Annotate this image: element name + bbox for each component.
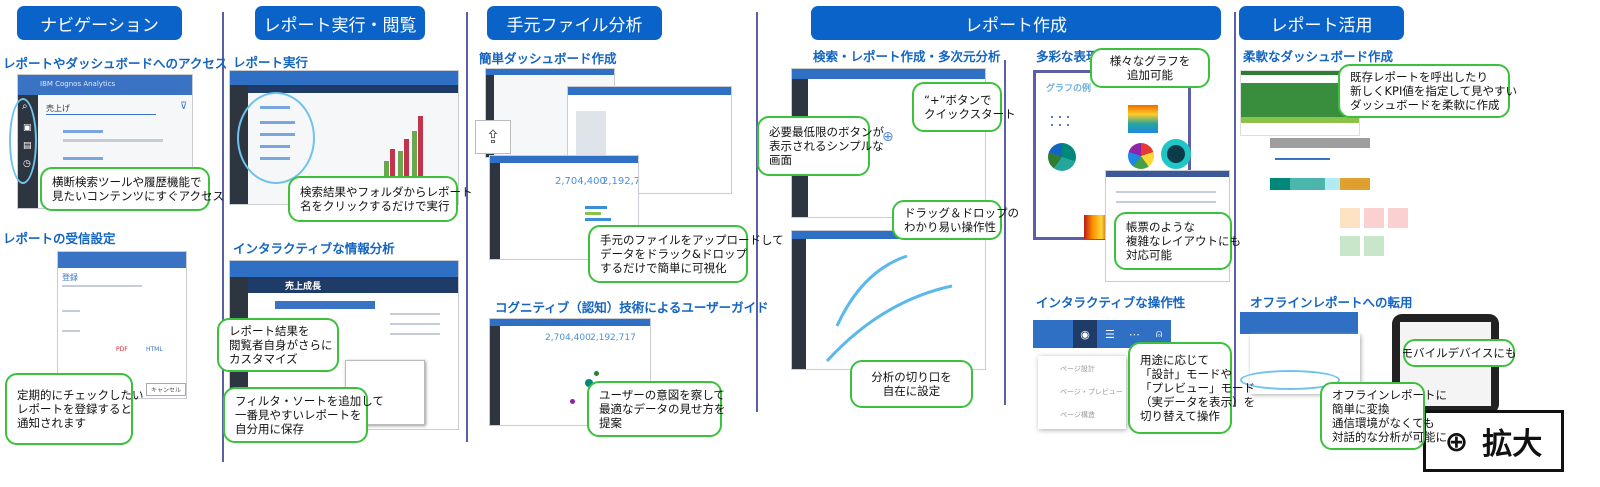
flexible-dashboard-title: 柔軟なダッシュボード作成	[1243, 49, 1394, 64]
filter-icon[interactable]: ⊽	[180, 101, 188, 112]
more-icon[interactable]: ⋯	[1128, 327, 1140, 341]
menu-item-page-preview[interactable]: ページ・プレビュー	[1060, 388, 1123, 396]
rich-expression-title: 多彩な表現	[1036, 49, 1099, 64]
graph-callout: 様々なグラフを追加可能	[1090, 48, 1210, 88]
kpi-value: 2,704,400	[555, 176, 606, 187]
cognitive-screenshot: 2,704,400 2,192,717	[489, 318, 651, 426]
app-name: IBM Cognos Analytics	[40, 80, 116, 88]
interactive-operation-title: インタラクティブな操作性	[1036, 295, 1186, 310]
separator	[466, 12, 468, 442]
user-icon[interactable]: ⍝	[1155, 327, 1163, 340]
drag-drop-callout: ドラッグ＆ドロップのわかり易い操作性	[892, 200, 1019, 240]
run-callout: 検索結果やフォルダからレポート名をクリックするだけで実行	[288, 176, 473, 222]
view-menu: ページ設計 ページ・プレビュー ページ構造	[1038, 356, 1126, 429]
graph-examples-label: グラフの例	[1046, 84, 1092, 94]
interactive-title: インタラクティブな情報分析	[233, 241, 395, 256]
zoom-label: 拡大	[1482, 427, 1543, 462]
access-callout: 横断検索ツールや履歴機能で見たいコンテンツにすぐアクセス	[40, 167, 224, 211]
subscribe-title: レポートの受信設定	[3, 231, 116, 246]
format-pdf[interactable]: PDF	[116, 346, 128, 353]
menu-item-page-structure[interactable]: ページ構造	[1060, 411, 1095, 419]
mobile-callout: モバイルデバイスにも	[1402, 339, 1516, 367]
highlight-ring	[1240, 370, 1340, 390]
drag-arrow	[825, 254, 953, 363]
kpi-tiles	[1340, 198, 1410, 278]
run-title: レポート実行	[233, 55, 309, 70]
upload-icon[interactable]: ⇪	[475, 120, 511, 154]
cognitive-callout: ユーザーの意図を察して最適なデータの見せ方を提案	[587, 381, 726, 437]
dashboard-title: 簡単ダッシュボード作成	[479, 51, 617, 66]
bar-panel	[1270, 136, 1370, 198]
access-title: レポートやダッシュボードへのアクセス	[3, 56, 228, 71]
dashboard-callout: 既存レポートを呼出したり新しくKPI値を指定して見やすいダッシュボードを柔軟に作…	[1338, 64, 1517, 118]
mode-callout: 用途に応じて「設計」モードや「プレビュー」モード（実データを表示）を切り替えて操…	[1128, 342, 1255, 434]
offline-callout: オフラインレポートに簡単に変換通信環境がなくても対話的な分析が可能に	[1320, 382, 1447, 450]
kpi-value: 2,192,717	[602, 176, 638, 187]
dialog-title: 登録	[62, 273, 78, 282]
format-html[interactable]: HTML	[146, 346, 163, 353]
separator	[1004, 60, 1006, 405]
toolbar: ◉ ☰ ⋯ ⍝	[1033, 320, 1171, 348]
slice-callout: 分析の切り口を自在に設定	[850, 360, 973, 408]
preview-eye-icon[interactable]: ◉	[1073, 320, 1097, 348]
upload-callout: 手元のファイルをアップロードしてデータをドラック&ドロップするだけで簡単に可視化	[588, 225, 784, 283]
offline-title: オフラインレポートへの転用	[1250, 295, 1413, 310]
search-authoring-title: 検索・レポート作成・多次元分析	[813, 49, 1001, 64]
search-input[interactable]: 売上げ	[46, 103, 156, 115]
menu-item-page-design[interactable]: ページ設計	[1060, 365, 1095, 373]
offline-toolbar	[1240, 312, 1358, 334]
crosstab-screenshot	[791, 230, 986, 370]
cognitive-title: コグニティブ（認知）技術によるユーザーガイド	[495, 300, 769, 315]
plus-menu-icon[interactable]: ⊕	[882, 129, 894, 145]
filter-callout: フィルタ・ソートを追加して一番見やすいレポートを自分用に保存	[223, 387, 384, 443]
highlight-ring	[9, 98, 37, 184]
layout-callout: 帳票のような複雑なレイアウトにも対応可能	[1114, 212, 1241, 270]
separator	[222, 12, 224, 462]
properties-icon[interactable]: ☰	[1105, 327, 1115, 341]
zoom-button[interactable]: ⊕ 拡大	[1423, 410, 1564, 472]
separator	[1234, 12, 1236, 407]
highlight-ring	[237, 92, 315, 184]
section-header-navigation: ナビゲーション	[17, 6, 182, 40]
zoom-in-icon: ⊕	[1444, 424, 1469, 458]
kpi-value: 2,192,717	[590, 333, 636, 343]
section-header-report-usage: レポート活用	[1239, 6, 1404, 40]
section-header-report-view: レポート実行・閲覧	[255, 6, 425, 40]
simple-screen-callout: 必要最低限のボタンが表示されるシンプルな画面	[757, 116, 884, 176]
subscribe-callout: 定期的にチェックしたいレポートを登録すると通知されます	[5, 373, 144, 445]
customize-callout: レポート結果を閲覧者自身がさらにカスタマイズ	[217, 318, 339, 372]
section-header-file-analysis: 手元ファイル分析	[487, 6, 662, 40]
separator	[756, 12, 758, 412]
cancel-button[interactable]: キャンセル	[146, 383, 186, 396]
section-header-report-authoring: レポート作成	[811, 6, 1221, 40]
report-heading: 売上成長	[285, 282, 322, 292]
kpi-value: 2,704,400	[545, 333, 591, 343]
plus-callout: “+”ボタンでクイックスタート	[912, 82, 1016, 132]
